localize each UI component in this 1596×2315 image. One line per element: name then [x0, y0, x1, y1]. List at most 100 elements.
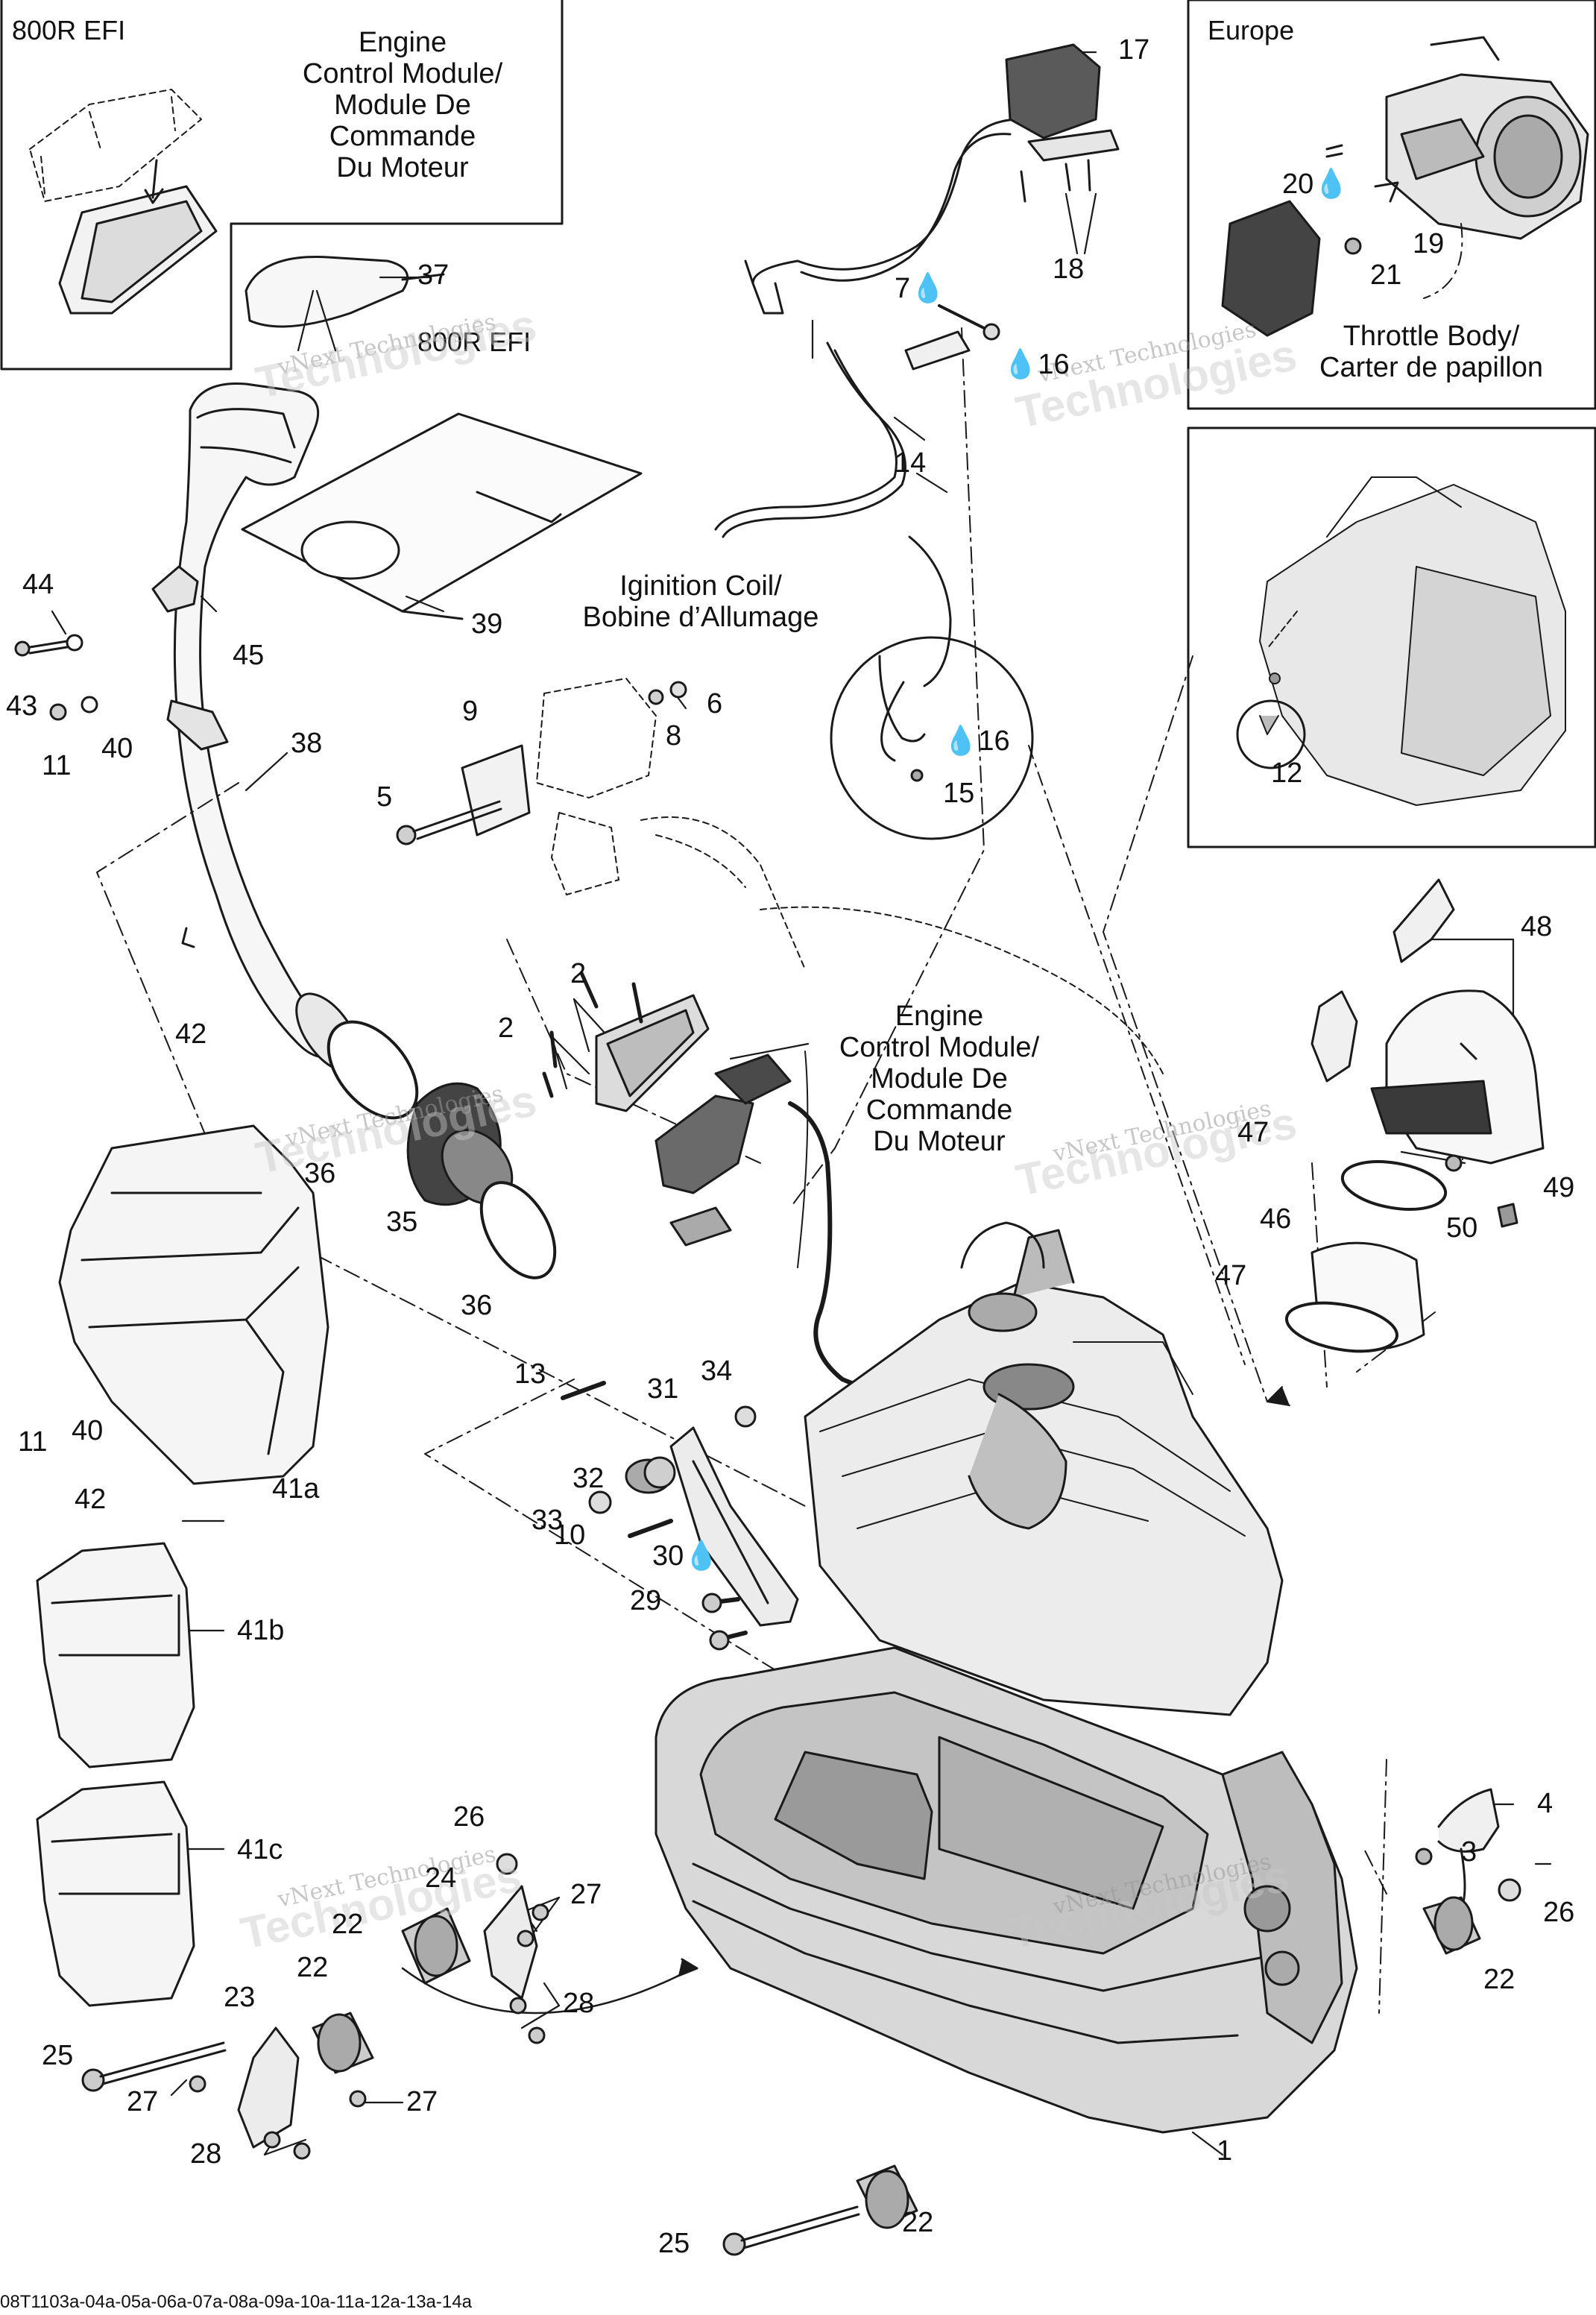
- callout-49: 49: [1543, 1172, 1575, 1203]
- mount-22-bottom: [856, 2164, 918, 2229]
- callout-45: 45: [233, 640, 265, 671]
- ecm-inset-module: [58, 159, 218, 315]
- callout-11-lower: 11: [18, 1426, 48, 1458]
- mount-22-right: [1422, 1896, 1481, 1955]
- arrow-mount-to-engine: [401, 1967, 695, 2015]
- callout-25-left: 25: [42, 2040, 74, 2071]
- callout-30: 30💧: [652, 1540, 719, 1572]
- bolts-29: [701, 1593, 748, 1651]
- callout-22-left-lower: 22: [297, 1952, 329, 1983]
- callout-4: 4: [1537, 1788, 1554, 1819]
- callout-16-lower: 💧16: [943, 725, 1010, 757]
- callout-13: 13: [514, 1358, 546, 1390]
- callout-40-upper: 40: [101, 733, 133, 764]
- engine-assembly-1: [655, 1221, 1358, 2134]
- callout-36-lower: 36: [461, 1290, 493, 1321]
- heat-shield-41a: [58, 1124, 329, 1485]
- ignition-coil-caption: Iginition Coil/ Bobine d’Allumage: [582, 570, 819, 633]
- callout-18: 18: [1053, 253, 1085, 285]
- callout-12: 12: [1271, 758, 1303, 789]
- detail-circle-12: [1236, 699, 1306, 769]
- callout-32: 32: [573, 1463, 605, 1494]
- engine-inset-drawing: [1259, 476, 1566, 806]
- callout-41b: 41b: [237, 1615, 285, 1646]
- heat-shield-41c: [36, 1780, 195, 2007]
- bolt-5: [396, 800, 502, 845]
- callout-43: 43: [6, 690, 38, 722]
- clamp-36-a: [327, 1020, 419, 1120]
- callout-1: 1: [1217, 2135, 1233, 2167]
- callout-41a: 41a: [272, 1473, 320, 1505]
- callout-22-bottom: 22: [902, 2207, 934, 2238]
- callout-29: 29: [630, 1585, 662, 1616]
- clip-49: [1497, 1203, 1518, 1228]
- callout-16-upper: 💧16: [1003, 349, 1070, 380]
- callout-31: 31: [647, 1373, 679, 1405]
- drawing-reference: 08T1103a-04a-05a-06a-07a-08a-09a-10a-11a…: [0, 2292, 472, 2312]
- callout-9: 9: [462, 696, 479, 727]
- clamp-36-b: [479, 1181, 557, 1279]
- callout-20: 20💧: [1282, 168, 1349, 200]
- ecm-main-caption: Engine Control Module/ Module De Command…: [839, 1001, 1040, 1157]
- arrow-ecm: [797, 1051, 809, 1268]
- callout-15: 15: [943, 778, 975, 809]
- gasket-9: [461, 744, 531, 837]
- callout-26-right: 26: [1543, 1897, 1575, 1928]
- bracket-24: [483, 1885, 538, 2000]
- callout-2-lower: 2: [498, 1012, 514, 1044]
- pin-13: [561, 1381, 606, 1400]
- callout-44: 44: [22, 569, 54, 600]
- ecm-connector: [655, 1053, 792, 1194]
- callout-14: 14: [895, 447, 927, 479]
- ignition-coil-dashed: [536, 678, 1164, 1074]
- callout-23: 23: [224, 1982, 256, 2013]
- pin-10: [628, 1519, 673, 1538]
- oil-drop-icon: 💧: [910, 273, 946, 304]
- callout-46: 46: [1260, 1203, 1292, 1235]
- detail-circle: [830, 636, 1034, 840]
- ecm-main-module: [595, 994, 710, 1112]
- intake-variant-label: 800R EFI: [417, 327, 532, 357]
- ignition-module-17: [1005, 43, 1120, 203]
- bushing-32: [625, 1456, 676, 1494]
- ecm-inset-drawing: [29, 89, 202, 202]
- callout-42-upper: 42: [175, 1018, 207, 1050]
- callout-40-lower: 40: [72, 1415, 104, 1446]
- intake-boot-37: [245, 256, 445, 328]
- callout-27-upper: 27: [570, 1879, 602, 1910]
- callout-33: 33: [532, 1505, 564, 1536]
- inset-ecm-caption: Engine Control Module/ Module De Command…: [302, 27, 503, 183]
- callout-10: 10: [554, 1519, 586, 1551]
- callout-47-lower: 47: [1215, 1260, 1247, 1291]
- fitting-3: [1415, 1848, 1433, 1865]
- callout-42-lower: 42: [75, 1484, 107, 1515]
- callout-22-left-upper: 22: [332, 1909, 364, 1940]
- hose-4: [1437, 1788, 1500, 1853]
- clamp-47-upper: [1340, 1160, 1448, 1211]
- mount-22-left-upper: [401, 1907, 471, 1985]
- wire-harness: [714, 118, 1023, 762]
- callout-27-left: 27: [127, 2086, 159, 2117]
- inset-europe-label: Europe: [1208, 15, 1295, 45]
- throttle-body-europe: [1221, 36, 1589, 337]
- oil-drop-icon: 💧: [684, 1540, 719, 1572]
- nut-33: [588, 1490, 612, 1514]
- callout-5: 5: [376, 781, 393, 813]
- callout-47-upper: 47: [1237, 1117, 1269, 1148]
- inset-variant-label: 800R EFI: [12, 15, 126, 45]
- ecm-inset-frame: [0, 0, 564, 371]
- boot-14: [904, 330, 971, 371]
- bolt-43: [14, 634, 83, 657]
- bolts-2: [542, 971, 643, 1098]
- oil-drop-icon: 💧: [1313, 168, 1349, 200]
- throttle-body-caption: Throttle Body/ Carter de papillon: [1319, 321, 1543, 383]
- callout-48: 48: [1521, 911, 1553, 942]
- europe-inset-frame: [1187, 0, 1596, 410]
- callout-35: 35: [386, 1206, 418, 1238]
- bracket-31: [669, 1426, 799, 1627]
- callout-36-upper: 36: [304, 1158, 336, 1189]
- heat-shield-41b: [36, 1542, 195, 1768]
- bolt-25-bottom: [722, 2205, 860, 2256]
